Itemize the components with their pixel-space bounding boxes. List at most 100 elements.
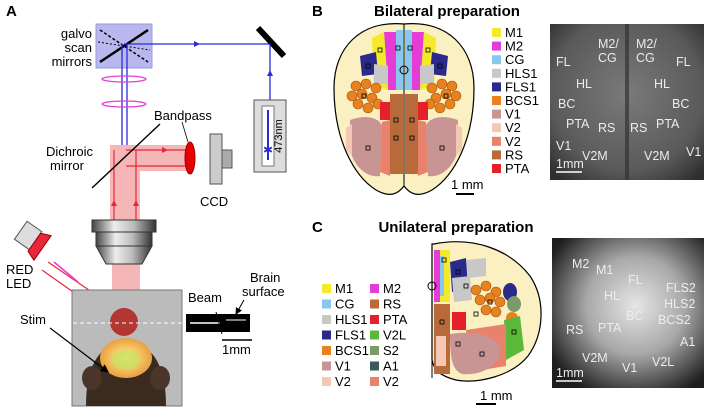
svg-text:✱: ✱ xyxy=(263,143,273,157)
bilateral-photo-scale-label: 1mm xyxy=(556,157,584,171)
legend-c-right-swatch-0 xyxy=(370,284,379,293)
legend-c-right-label-0: M2 xyxy=(383,281,401,296)
red-arrow-1 xyxy=(111,200,117,206)
bandpass-pointer xyxy=(181,121,189,143)
legend-b-swatch-7 xyxy=(492,123,501,133)
legend-c-left-label-1: CG xyxy=(335,297,355,312)
legend-c-right-label-6: V2 xyxy=(383,374,399,389)
legend-b-swatch-3 xyxy=(492,68,501,78)
blue-arrow-2 xyxy=(267,70,273,76)
panel-b: B Bilateral preparation xyxy=(312,3,704,195)
legend-b-label-8: V2 xyxy=(505,134,521,149)
legend-b-swatch-1 xyxy=(492,41,501,51)
unilateral-photo-label-3: HL xyxy=(604,289,620,303)
panel-c-title: Unilateral preparation xyxy=(378,219,533,236)
legend-b-label-5: BCS1 xyxy=(505,93,539,108)
panel-c-scale-label: 1 mm xyxy=(480,388,513,403)
panel-b-scale-label: 1 mm xyxy=(451,177,484,192)
legend-c-left-swatch-3 xyxy=(322,330,331,340)
legend-c-left-swatch-5 xyxy=(322,361,331,371)
legend-c-right-swatch-4 xyxy=(370,346,379,355)
laser-473nm: ✱ 473nm xyxy=(253,99,287,173)
bilateral-photo-label-11: PTA xyxy=(656,117,680,131)
red-led xyxy=(13,220,52,262)
unilateral-photo-label-1: M1 xyxy=(596,263,613,277)
bilateral-photo-label-10: PTA xyxy=(566,117,590,131)
legend-c-left-label-6: V2 xyxy=(335,374,351,389)
panel-b-title: Bilateral preparation xyxy=(374,3,520,20)
galvo-mirror-1 xyxy=(99,28,149,64)
legend-c-right-swatch-2 xyxy=(370,315,379,324)
unilateral-photo-label-9: PTA xyxy=(598,321,622,335)
unilateral-brain-map xyxy=(427,241,542,382)
blue-beam-path xyxy=(121,43,271,230)
brain-surface-label-2: surface xyxy=(242,284,285,299)
bandpass-filter xyxy=(184,141,196,175)
brain-surface-arrow xyxy=(235,299,245,315)
unilateral-photo-label-11: V2M xyxy=(582,351,608,365)
fold-mirror xyxy=(255,25,287,59)
objective-lens xyxy=(91,219,157,265)
legend-b-swatch-4 xyxy=(492,82,501,92)
beam-inset-tick xyxy=(215,311,223,335)
red-arrow-2 xyxy=(133,200,139,206)
unilateral-photo-label-8: RS xyxy=(566,323,583,337)
red-arrow-3 xyxy=(162,147,168,153)
panel-c-letter: C xyxy=(312,219,323,236)
ccd-camera xyxy=(209,133,233,185)
unilateral-photo-label-2: FL xyxy=(628,273,643,287)
legend-c-right-swatch-6 xyxy=(370,377,379,386)
unilateral-photo-label-6: BC xyxy=(626,309,643,323)
legend-c-right-swatch-1 xyxy=(370,299,379,309)
legend-c-left-label-4: BCS1 xyxy=(335,343,369,358)
legend-c-right-label-1: RS xyxy=(383,297,401,312)
bilateral-photo-label-5: FL xyxy=(676,55,691,69)
unilateral-photo xyxy=(552,238,704,388)
legend-b-swatch-5 xyxy=(492,96,501,105)
red-led-label-2: LED xyxy=(6,276,31,291)
legend-c-left-label-2: HLS1 xyxy=(335,312,368,327)
bilateral-photo-label-7: HL xyxy=(654,77,670,91)
bilateral-photo-label-13: RS xyxy=(630,121,647,135)
galvo-label-3: mirrors xyxy=(52,54,93,69)
legend-b-label-3: HLS1 xyxy=(505,66,538,81)
legend-c-left-swatch-6 xyxy=(322,377,331,386)
mouse-head xyxy=(82,308,170,406)
bilateral-photo-label-0: M2/ xyxy=(598,37,619,51)
lens-1 xyxy=(101,75,147,83)
legend-b-label-2: CG xyxy=(505,52,525,67)
bilateral-photo-label-3: CG xyxy=(636,51,655,65)
bilateral-photo-label-8: BC xyxy=(558,97,575,111)
legend-c-left-swatch-0 xyxy=(322,284,331,293)
legend-c-left-label-3: FLS1 xyxy=(335,328,366,343)
legend-b-label-6: V1 xyxy=(505,107,521,122)
bilateral-photo-label-9: BC xyxy=(672,97,689,111)
panel-a: A galvo scan mirrors ✱ 473nm xyxy=(6,3,287,407)
bilateral-photo-label-4: FL xyxy=(556,55,571,69)
blue-arrow-1 xyxy=(194,41,200,47)
legend-c-right-label-2: PTA xyxy=(383,312,408,327)
panel-b-letter: B xyxy=(312,3,323,20)
legend-c-left-swatch-2 xyxy=(322,315,331,324)
laser-label: 473nm xyxy=(273,119,285,153)
legend-b-swatch-10 xyxy=(492,164,501,173)
unilateral-photo-scale-label: 1mm xyxy=(556,366,584,380)
led-diffuser xyxy=(53,261,79,283)
bilateral-photo-label-16: V2M xyxy=(582,149,608,163)
legend-b-label-0: M1 xyxy=(505,25,523,40)
beam-scale-label: 1mm xyxy=(222,342,251,357)
bilateral-photo-label-14: V1 xyxy=(556,139,571,153)
dichroic-mirror xyxy=(91,123,161,189)
legend-b-label-7: V2 xyxy=(505,120,521,135)
legend-c-left-label-5: V1 xyxy=(335,359,351,374)
legend-b-swatch-6 xyxy=(492,109,501,119)
legend-b-label-1: M2 xyxy=(505,39,523,54)
bilateral-photo-label-12: RS xyxy=(598,121,615,135)
stim-arrow xyxy=(49,327,109,373)
dichroic-label-1: Dichroic xyxy=(46,144,93,159)
panel-a-letter: A xyxy=(6,3,17,20)
legend-c-left-label-0: M1 xyxy=(335,281,353,296)
